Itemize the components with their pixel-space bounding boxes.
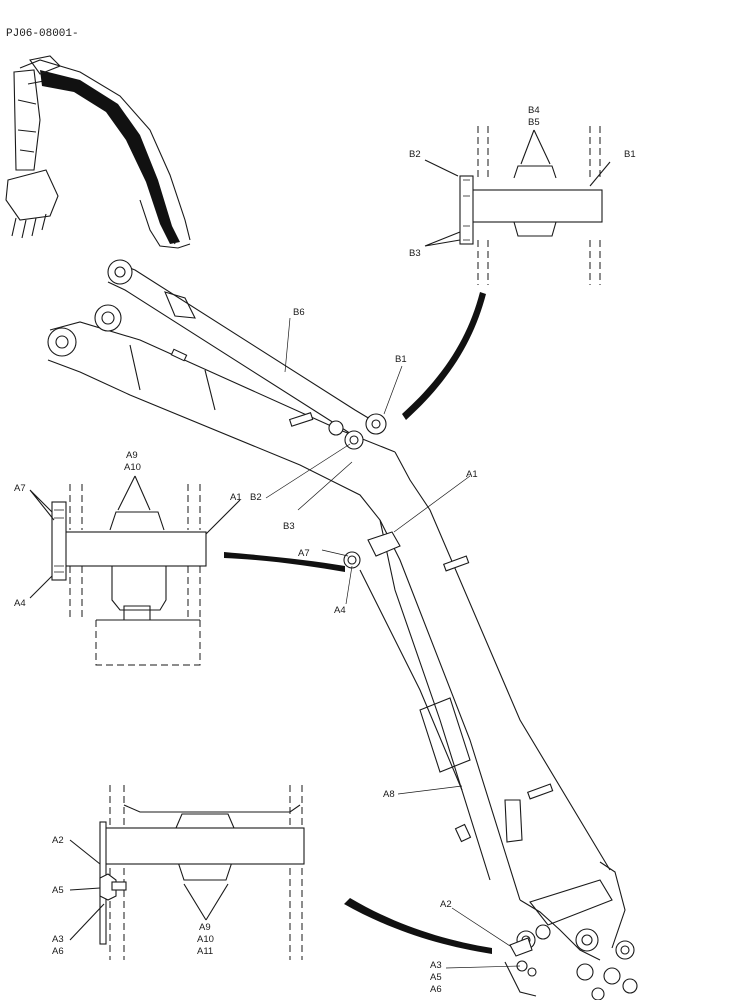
- label-a7: A7: [298, 548, 310, 559]
- label-b2-detail: B2: [409, 149, 421, 160]
- label-a7-detail: A7: [14, 483, 26, 494]
- label-a5: A5: [430, 972, 442, 983]
- label-a2: A2: [440, 899, 452, 910]
- label-a5-detail: A5: [52, 885, 64, 896]
- detail-a-lower: [69, 785, 305, 960]
- label-a9-upper: A9: [126, 450, 138, 461]
- label-b1: B1: [395, 354, 407, 365]
- labels: B4 B5 B2 B1 B3 B6 B1 B2 B3 A1 A7 A4 A8 A…: [14, 105, 636, 995]
- label-a3: A3: [430, 960, 442, 971]
- detail-b: [424, 126, 611, 285]
- label-a1-detail: A1: [230, 492, 242, 503]
- detail-a-upper: [29, 475, 241, 666]
- label-b3-detail: B3: [409, 248, 421, 259]
- label-a4: A4: [334, 605, 346, 616]
- label-a4-detail: A4: [14, 598, 26, 609]
- callout-arc-b: [402, 292, 486, 420]
- label-a3-detail: A3: [52, 934, 64, 945]
- document-code: PJ06-08001-: [6, 28, 79, 40]
- label-b5: B5: [528, 117, 540, 128]
- label-b1-detail: B1: [624, 149, 636, 160]
- label-b3: B3: [283, 521, 295, 532]
- label-b4: B4: [528, 105, 540, 116]
- label-a6: A6: [430, 984, 442, 995]
- label-a8: A8: [383, 789, 395, 800]
- label-a10-upper: A10: [124, 462, 141, 473]
- label-b6: B6: [293, 307, 305, 318]
- label-b2: B2: [250, 492, 262, 503]
- excavator-thumbnail: [5, 55, 191, 249]
- callout-arc-a-upper: [224, 552, 345, 572]
- boom-assembly: [47, 259, 638, 1000]
- label-a11-lower: A11: [197, 946, 213, 957]
- label-a2-detail: A2: [52, 835, 64, 846]
- callout-arc-a-lower: [344, 898, 492, 954]
- label-a6-detail: A6: [52, 946, 64, 957]
- leader-lines: [265, 317, 521, 969]
- label-a1: A1: [466, 469, 478, 480]
- label-a9-lower: A9: [199, 922, 211, 933]
- label-a10-lower: A10: [197, 934, 214, 945]
